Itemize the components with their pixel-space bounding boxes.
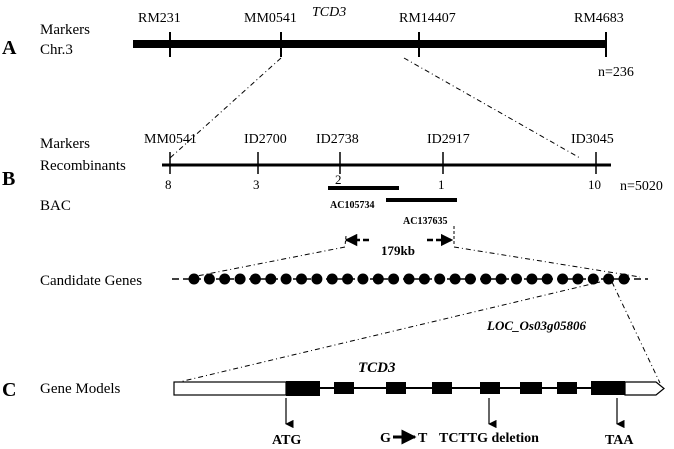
chromosome-label: Chr.3: [40, 42, 73, 58]
recombinant-count-3: 2: [335, 172, 342, 187]
markers-label-b: Markers: [40, 136, 90, 152]
candidate-gene-dot: [464, 273, 476, 285]
candidate-gene-dot: [296, 273, 307, 285]
panel-b: B Markers Recombinants MM0541 ID2700 ID2…: [2, 132, 663, 333]
candidate-gene-dot: [480, 273, 492, 285]
marker-mm0541: MM0541: [244, 11, 297, 26]
candidate-gene-dot: [372, 273, 384, 285]
snp-from: G: [380, 431, 391, 446]
zoom-line-left-ab: [169, 57, 282, 159]
candidate-gene-dot: [280, 273, 292, 285]
candidate-gene-dot: [449, 273, 461, 285]
panel-letter-b: B: [2, 168, 15, 190]
panel-letter-a: A: [2, 37, 17, 59]
bac-clone-1: AC105734: [330, 200, 374, 211]
panel-a: A Markers Chr.3 TCD3 RM231 MM0541 RM1440…: [2, 5, 634, 80]
markers-label-a: Markers: [40, 22, 90, 38]
start-codon: ATG: [272, 433, 301, 448]
recombinants-label: Recombinants: [40, 158, 126, 174]
zoom-line-right-genes: [453, 246, 641, 278]
candidate-gene-dot: [541, 273, 553, 285]
interval-size: 179kb: [381, 243, 415, 258]
candidate-gene-dot: [572, 273, 584, 285]
population-size-a: n=236: [598, 65, 634, 80]
candidate-gene-dot: [603, 273, 615, 285]
candidate-gene-dots: [188, 273, 630, 285]
recombinant-count-5: 10: [588, 177, 601, 192]
zoom-line-left-genes: [191, 246, 346, 278]
exon-8: [591, 381, 625, 395]
candidate-gene-dot: [403, 273, 415, 285]
candidate-gene-dot: [495, 273, 507, 285]
zoom-line-right-gene: [611, 281, 661, 384]
exon-3: [386, 382, 406, 394]
exon-1: [286, 381, 320, 396]
candidate-gene-dot: [418, 273, 430, 285]
gene-model-title: TCD3: [358, 360, 396, 376]
candidate-gene-dot: [587, 273, 599, 285]
candidate-gene-dot: [618, 273, 630, 285]
tcd3-locus-label: TCD3: [312, 5, 346, 20]
recombinant-count-4: 1: [438, 177, 445, 192]
exon-4: [432, 382, 452, 394]
candidate-gene-dot: [249, 273, 261, 285]
candidate-gene-dot: [219, 273, 231, 285]
recombinant-count-2: 3: [253, 177, 260, 192]
candidate-genes-label: Candidate Genes: [40, 273, 142, 289]
bac-clone-2: AC137635: [403, 216, 447, 227]
candidate-gene-id: LOC_Os03g05806: [486, 318, 586, 333]
candidate-gene-dot: [234, 273, 246, 285]
recombinant-count-1: 8: [165, 177, 172, 192]
stop-codon: TAA: [605, 433, 634, 448]
candidate-gene-dot: [388, 273, 400, 285]
zoom-line-left-gene: [174, 281, 601, 384]
marker-b-id2738: ID2738: [316, 132, 359, 147]
candidate-gene-dot: [526, 273, 538, 285]
panel-c: C Gene Models TCD3 ATG G T TCTTG deletio…: [2, 360, 665, 448]
candidate-gene-dot: [557, 273, 569, 285]
candidate-gene-dot: [326, 273, 338, 285]
marker-rm14407: RM14407: [399, 11, 456, 26]
marker-rm4683: RM4683: [574, 11, 624, 26]
marker-b-id2700: ID2700: [244, 132, 287, 147]
candidate-gene-dot: [511, 273, 522, 285]
zoom-line-right-ab: [403, 57, 581, 159]
marker-b-id3045: ID3045: [571, 132, 614, 147]
exon-2: [334, 382, 354, 394]
gene-models-label: Gene Models: [40, 381, 121, 397]
candidate-gene-dot: [342, 273, 354, 285]
marker-b-mm0541: MM0541: [144, 132, 197, 147]
population-size-b: n=5020: [620, 179, 663, 194]
candidate-gene-dot: [188, 273, 200, 285]
utr-5prime: [173, 381, 287, 396]
candidate-gene-dot: [311, 273, 323, 285]
exon-5: [480, 382, 500, 394]
exon-7: [557, 382, 577, 394]
snp-to: T: [418, 431, 428, 446]
panel-letter-c: C: [2, 379, 16, 401]
utr-3prime: [624, 381, 665, 396]
interval-guide-left: [344, 235, 347, 247]
candidate-gene-dot: [434, 273, 446, 285]
candidate-gene-dot: [357, 273, 369, 285]
deletion-label: TCTTG deletion: [439, 431, 539, 446]
candidate-gene-dot: [265, 273, 277, 285]
candidate-gene-dot: [203, 273, 215, 285]
marker-rm231: RM231: [138, 11, 181, 26]
bac-label: BAC: [40, 198, 71, 214]
marker-b-id2917: ID2917: [427, 132, 470, 147]
exon-6: [520, 382, 542, 394]
